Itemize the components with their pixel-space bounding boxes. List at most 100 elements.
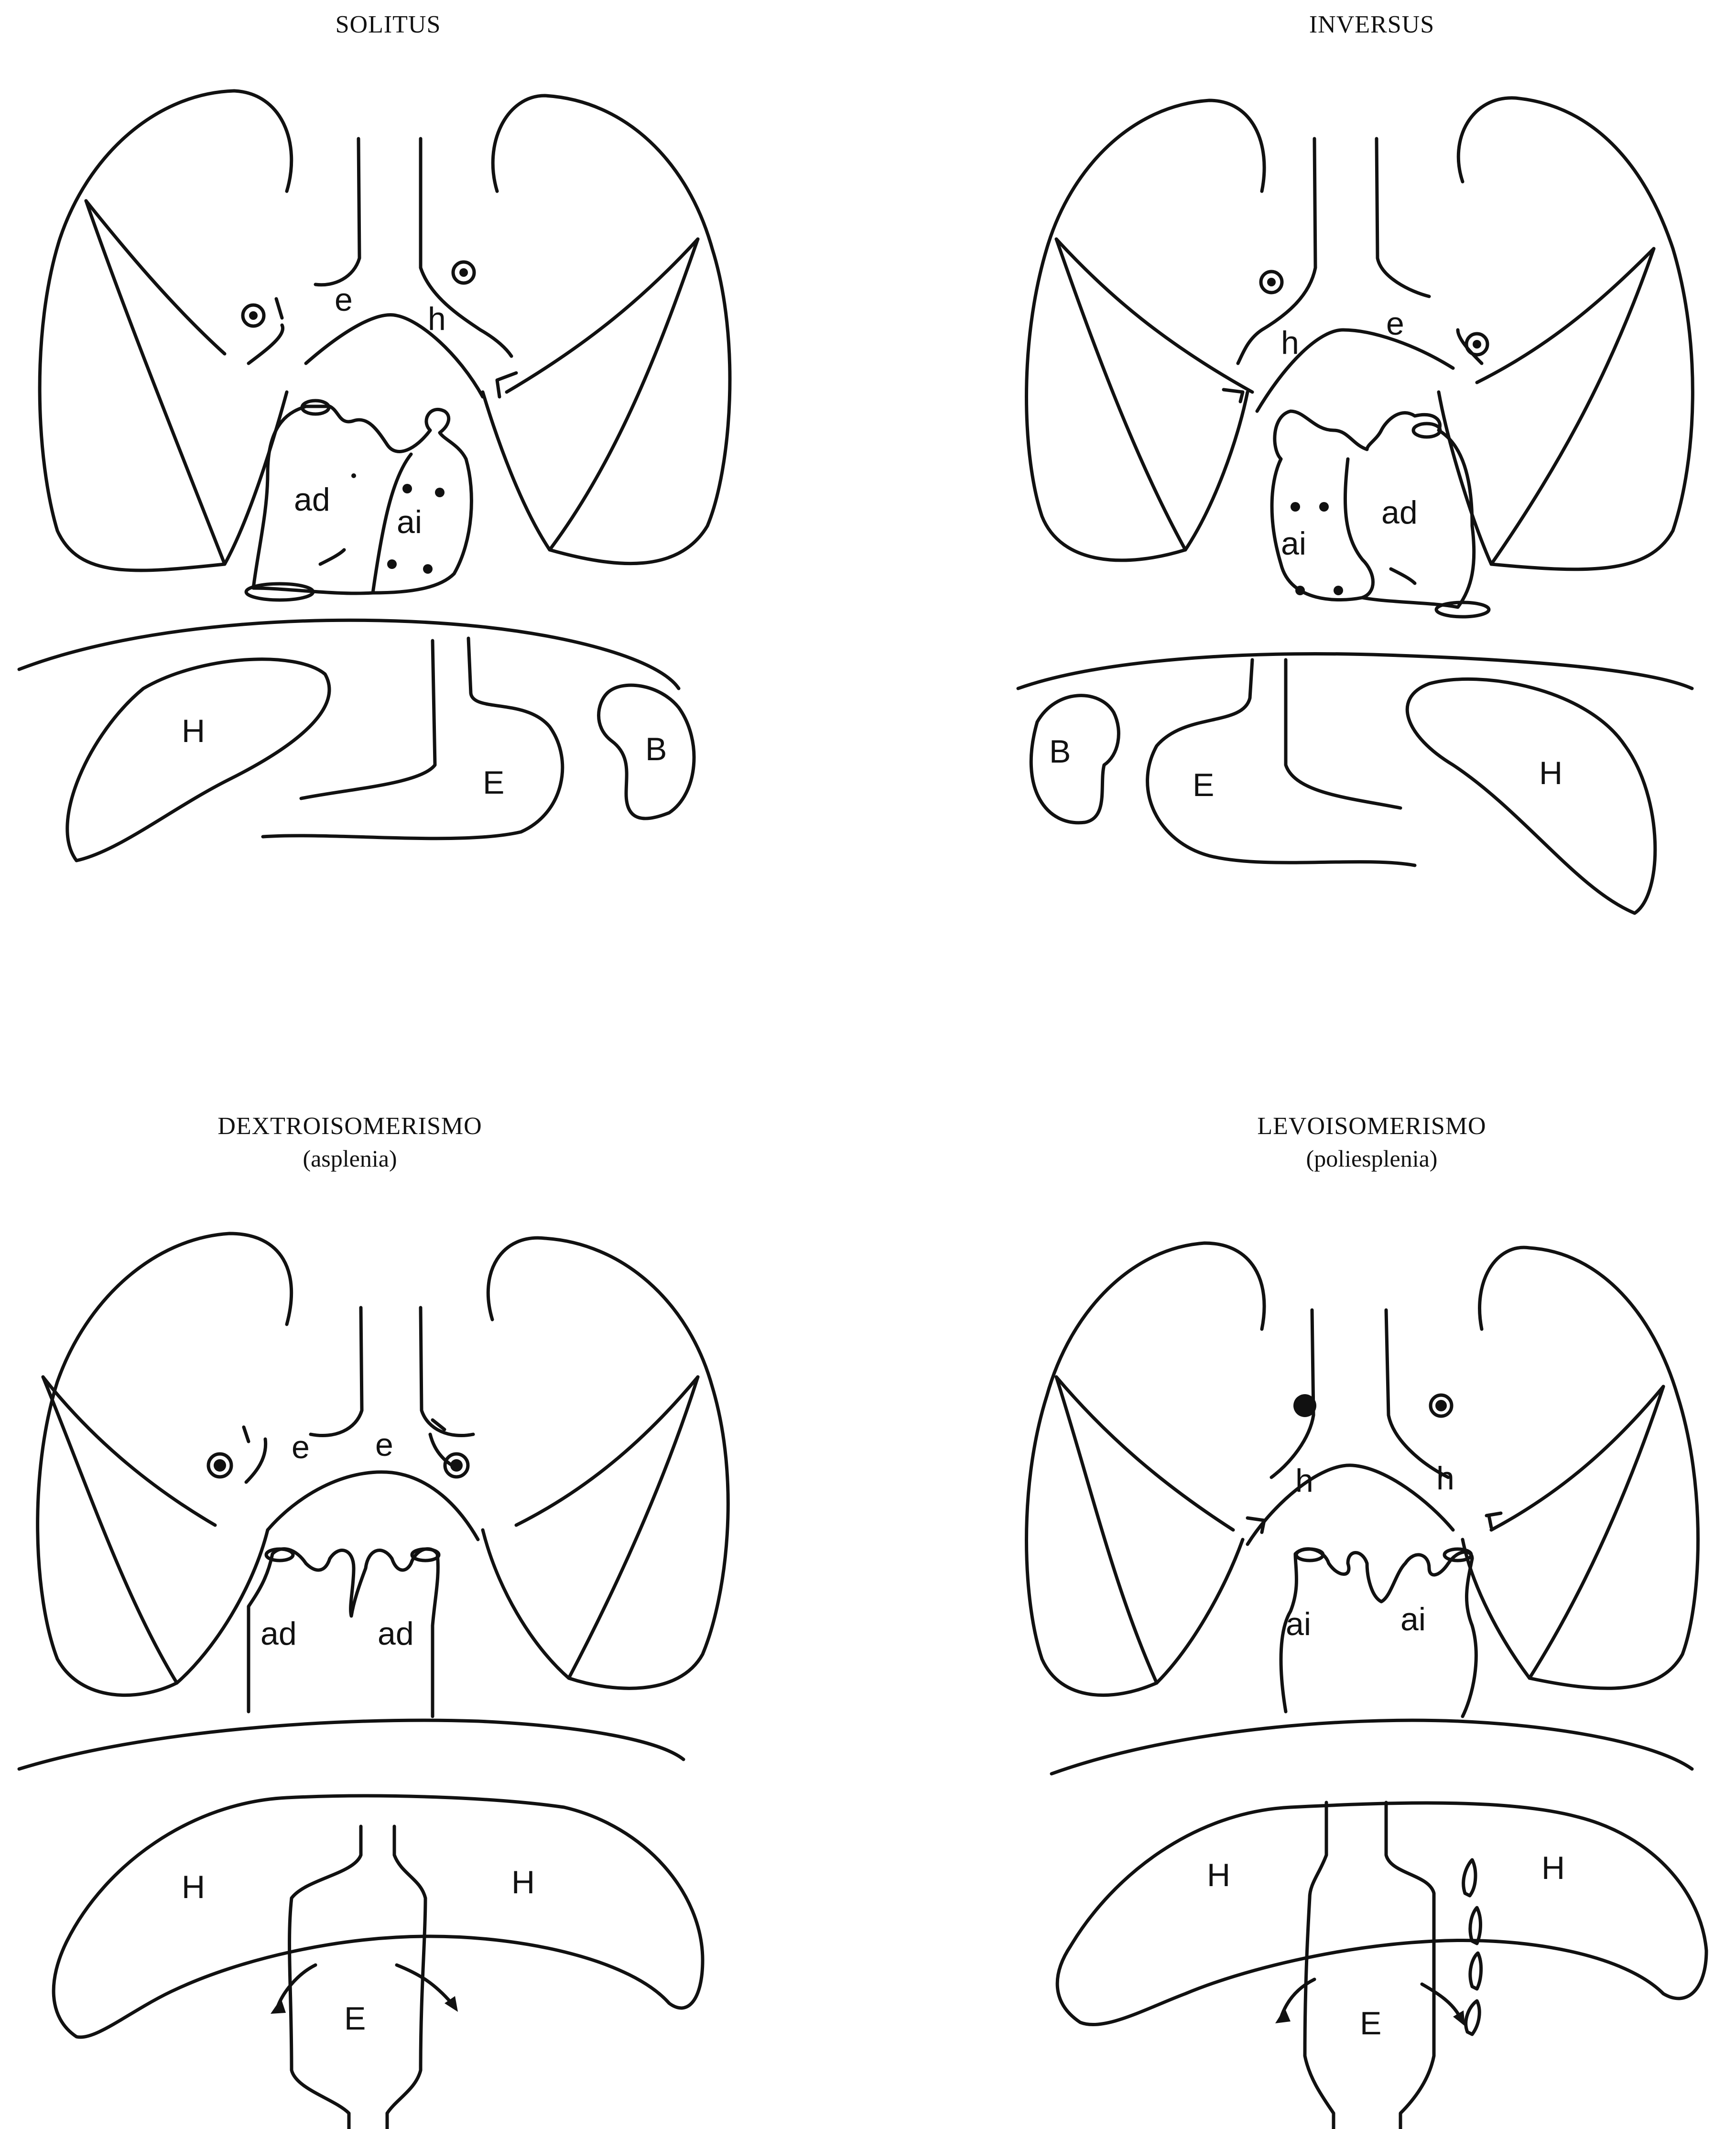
panel-dextroisomerismo: DEXTROISOMERISMO (asplenia) e e ad ad H … bbox=[19, 1113, 728, 2129]
lung-outline-right bbox=[1463, 1247, 1698, 1688]
pv-dot bbox=[1319, 502, 1329, 512]
atrium-label-left: ai bbox=[1286, 1606, 1311, 1642]
stomach-label: E bbox=[1193, 767, 1214, 803]
diaphragm bbox=[1052, 1720, 1692, 1774]
bronchus-label-left: h bbox=[1295, 1463, 1313, 1499]
panel-title: INVERSUS bbox=[1309, 11, 1434, 38]
diaphragm bbox=[19, 620, 679, 688]
bronchus-left-lower bbox=[249, 325, 283, 363]
liver-label-left: H bbox=[182, 1869, 205, 1905]
liver bbox=[1407, 679, 1655, 913]
lung-fissure-left-1 bbox=[1056, 239, 1252, 392]
atrium-label-right: ad bbox=[1381, 494, 1418, 531]
liver-label: H bbox=[182, 713, 205, 749]
atrium-label-left: ai bbox=[1281, 525, 1306, 562]
lung-outline-left bbox=[1027, 1243, 1265, 1695]
lung-outline-left bbox=[38, 1234, 292, 1695]
panel-subtitle: (asplenia) bbox=[303, 1145, 397, 1172]
crista-mark bbox=[320, 550, 344, 564]
lung-fissure-right-2 bbox=[1491, 249, 1654, 564]
pulmonary-artery-right-core bbox=[450, 1459, 463, 1472]
bronchus-label-right: h bbox=[428, 301, 446, 337]
esophagus-right bbox=[1286, 660, 1400, 808]
spleen-nodule bbox=[1470, 1953, 1481, 1989]
trachea-left-wall bbox=[1238, 139, 1315, 363]
stomach-label: E bbox=[344, 2000, 366, 2037]
lung-fissure-left-2 bbox=[1056, 239, 1185, 550]
pv-dot bbox=[423, 564, 433, 574]
liver-label-right: H bbox=[1541, 1850, 1565, 1886]
pulmonary-artery-left-core bbox=[214, 1459, 226, 1472]
atrial-septum bbox=[1345, 459, 1373, 598]
liver-label-left: H bbox=[1207, 1857, 1230, 1893]
spleen-nodule bbox=[1464, 1860, 1476, 1896]
panel-inversus: INVERSUS h e ai ad B bbox=[1018, 11, 1693, 913]
pulmonary-artery-right-core bbox=[1435, 1400, 1447, 1411]
trachea-right-wall bbox=[1377, 139, 1429, 296]
esophagus-right-stomach bbox=[263, 638, 563, 839]
pulmonary-artery-left-core bbox=[249, 311, 258, 320]
spleen-label: B bbox=[1049, 733, 1071, 770]
stomach-label: E bbox=[1360, 2005, 1381, 2042]
trachea-left-wall bbox=[315, 139, 359, 285]
pulmonary-artery-right-core bbox=[459, 268, 468, 277]
bronchus-label-right: h bbox=[1436, 1460, 1454, 1496]
spleen-label: B bbox=[645, 731, 667, 767]
spleen-nodule bbox=[1470, 1908, 1481, 1943]
pv-dot bbox=[1291, 502, 1300, 512]
bronchus-left-tick bbox=[276, 299, 282, 318]
lung-outline-left bbox=[1027, 100, 1265, 560]
pv-dot bbox=[1334, 586, 1343, 595]
mark-dot bbox=[351, 473, 356, 478]
atrium-label-left: ai bbox=[397, 504, 422, 540]
atrium-label-left: ad bbox=[260, 1616, 297, 1652]
lung-fissure-left-2 bbox=[43, 1377, 177, 1683]
bronchus-left-tick bbox=[1224, 390, 1243, 402]
liver-label-right: H bbox=[511, 1864, 535, 1900]
bronchus-label-left: e bbox=[335, 282, 353, 318]
bronchus-label-right: e bbox=[375, 1427, 393, 1463]
atrium-label-right: ad bbox=[378, 1616, 414, 1652]
stomach-label: E bbox=[483, 764, 504, 801]
lung-outline-right bbox=[483, 1238, 728, 1688]
bronchus-left-lower bbox=[246, 1439, 266, 1482]
diaphragm bbox=[19, 1720, 684, 1769]
arrow-right bbox=[1422, 1984, 1460, 2018]
pv-dot bbox=[435, 488, 445, 497]
lung-fissure-right-2 bbox=[1530, 1387, 1663, 1678]
liver bbox=[1057, 1803, 1706, 2025]
arrowhead-left-icon bbox=[271, 1998, 286, 2014]
lung-fissure-left-2 bbox=[86, 201, 225, 564]
bronchus-left-tick bbox=[244, 1427, 249, 1441]
svc-opening bbox=[1413, 424, 1440, 437]
panel-subtitle: (poliesplenia) bbox=[1306, 1145, 1438, 1172]
liver bbox=[54, 1796, 703, 2037]
bronchus-label-right: e bbox=[1386, 306, 1404, 342]
spleen bbox=[1031, 696, 1118, 823]
lung-fissure-right-2 bbox=[550, 239, 698, 550]
bronchus-label-left: h bbox=[1281, 325, 1299, 361]
bronchus-label-left: e bbox=[292, 1429, 310, 1465]
panel-levoisomerismo: LEVOISOMERISMO (poliesplenia) h h ai ai … bbox=[1027, 1113, 1707, 2129]
trachea-left-wall bbox=[1271, 1310, 1313, 1477]
atrium-label-right: ad bbox=[294, 481, 330, 518]
crista-mark bbox=[1391, 569, 1415, 583]
stomach-left-wall bbox=[290, 1826, 361, 2129]
liver-label: H bbox=[1539, 755, 1562, 791]
stomach-right-wall bbox=[1386, 1802, 1434, 2129]
pv-dot bbox=[387, 559, 397, 569]
carina-arc bbox=[1248, 1465, 1453, 1544]
atria-outline bbox=[253, 406, 471, 593]
pulmonary-artery-left-core bbox=[1267, 278, 1276, 286]
pulmonary-artery-left-icon bbox=[1293, 1394, 1316, 1417]
panel-title: SOLITUS bbox=[336, 11, 441, 38]
esophagus-left bbox=[301, 641, 435, 798]
panel-solitus: SOLITUS e h ad ai bbox=[19, 11, 730, 861]
trachea-right-wall bbox=[421, 1308, 473, 1436]
pv-dot bbox=[1295, 586, 1305, 595]
atrium-label-right: ai bbox=[1400, 1601, 1426, 1638]
lung-outline-right bbox=[483, 96, 730, 564]
lung-fissure-right-2 bbox=[569, 1377, 698, 1678]
carina-arc bbox=[268, 1472, 478, 1539]
